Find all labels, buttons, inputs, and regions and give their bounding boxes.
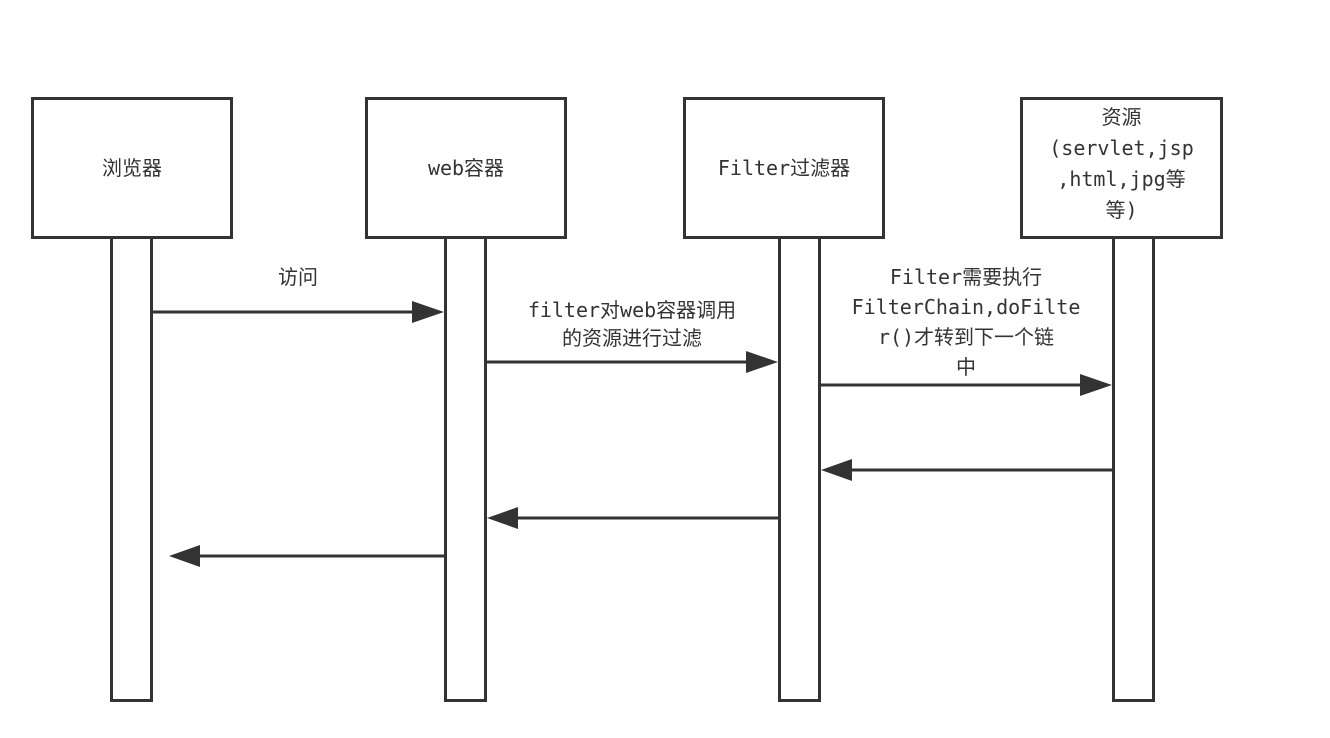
lifeline-filter [778, 236, 821, 702]
message-5-return-arrow [487, 507, 778, 529]
message-1-label: 访问 [278, 265, 318, 289]
participant-web-container-label: web容器 [427, 156, 505, 180]
participant-browser: 浏览器 [31, 97, 233, 239]
participant-resource: 资源 (servlet,jsp ,html,jpg等 等) [1020, 97, 1223, 239]
message-3-arrow [820, 374, 1112, 396]
message-6-return-arrow [169, 545, 444, 567]
message-2-arrow [486, 351, 778, 373]
message-4-return-arrow [821, 459, 1112, 481]
message-4-arrowhead-icon [821, 459, 852, 481]
participant-browser-label: 浏览器 [102, 156, 162, 180]
lifeline-web-container [444, 236, 487, 702]
message-5-arrowhead-icon [487, 507, 518, 529]
message-2-label: filter对web容器调用 的资源进行过滤 [527, 298, 737, 350]
message-1-arrowhead-icon [412, 301, 444, 323]
message-1-arrow [152, 301, 444, 323]
lifeline-resource [1112, 236, 1155, 702]
participant-filter-label: Filter过滤器 [717, 156, 851, 180]
participant-resource-label: 资源 (servlet,jsp ,html,jpg等 等) [1049, 105, 1194, 222]
participant-filter: Filter过滤器 [683, 97, 885, 239]
message-3-arrowhead-icon [1080, 374, 1112, 396]
message-2-arrowhead-icon [746, 351, 778, 373]
message-6-arrowhead-icon [169, 545, 200, 567]
lifeline-browser [110, 236, 153, 702]
message-3-label: Filter需要执行 FilterChain,doFilte r()才转到下一个… [851, 265, 1081, 379]
